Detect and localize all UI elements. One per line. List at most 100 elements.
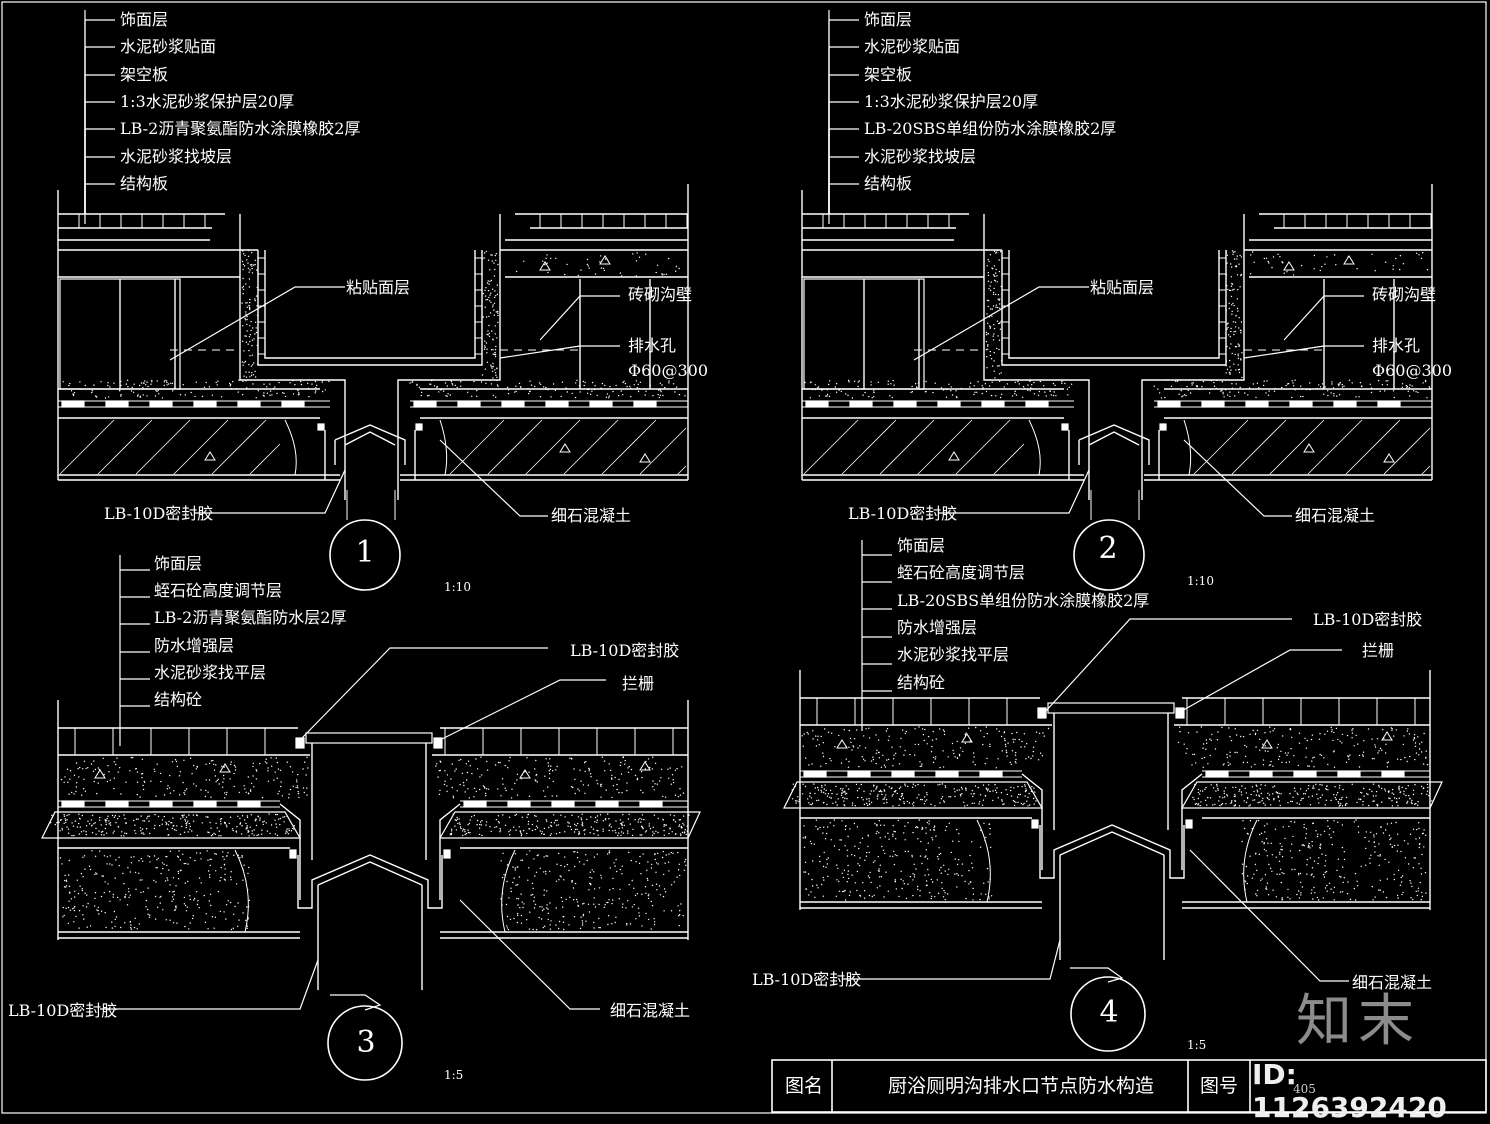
- concrete-speck: [575, 898, 578, 901]
- concrete-speck: [1014, 754, 1017, 756]
- concrete-speck: [1337, 801, 1340, 803]
- concrete-speck: [864, 747, 867, 749]
- concrete-speck: [1420, 873, 1423, 875]
- concrete-speck: [495, 345, 497, 348]
- concrete-speck: [1225, 803, 1227, 805]
- concrete-speck: [851, 749, 853, 751]
- concrete-speck: [518, 876, 521, 878]
- concrete-speck: [1297, 764, 1300, 767]
- concrete-speck: [247, 872, 249, 875]
- concrete-speck: [1266, 380, 1268, 382]
- waterproof-dash: [1377, 400, 1401, 408]
- concrete-speck: [631, 834, 634, 837]
- concrete-speck: [156, 763, 158, 765]
- concrete-speck: [1376, 738, 1379, 740]
- concrete-speck: [849, 737, 852, 740]
- concrete-speck: [919, 761, 921, 763]
- concrete-speck: [991, 308, 993, 310]
- concrete-speck: [1030, 387, 1032, 389]
- concrete-speck: [1416, 894, 1419, 897]
- concrete-speck: [999, 251, 1002, 253]
- concrete-speck: [246, 827, 248, 829]
- concrete-speck: [865, 728, 867, 730]
- concrete-speck: [918, 726, 920, 728]
- concrete-speck: [585, 854, 587, 856]
- concrete-speck: [674, 794, 677, 796]
- concrete-speck: [142, 394, 144, 396]
- concrete-speck: [1334, 797, 1337, 799]
- concrete-speck: [805, 888, 807, 890]
- concrete-speck: [487, 280, 489, 282]
- concrete-speck: [73, 834, 75, 837]
- concrete-speck: [531, 823, 534, 826]
- concrete-speck: [652, 826, 654, 828]
- concrete-speck: [69, 770, 72, 772]
- concrete-speck: [664, 386, 666, 389]
- concrete-speck: [70, 898, 73, 900]
- concrete-speck: [106, 863, 108, 865]
- concrete-speck: [952, 749, 954, 752]
- concrete-speck: [485, 795, 487, 797]
- concrete-speck: [1291, 868, 1293, 871]
- concrete-speck: [187, 880, 189, 883]
- concrete-speck: [616, 870, 618, 873]
- concrete-speck: [867, 875, 870, 877]
- concrete-speck: [917, 888, 919, 891]
- concrete-speck: [128, 896, 130, 899]
- concrete-speck: [114, 877, 116, 879]
- concrete-speck: [628, 765, 630, 768]
- concrete-speck: [907, 822, 909, 824]
- concrete-speck: [145, 899, 148, 902]
- concrete-speck: [1177, 741, 1180, 744]
- concrete-speck: [267, 780, 270, 782]
- concrete-speck: [285, 832, 287, 834]
- concrete-speck: [1027, 384, 1029, 386]
- concrete-speck: [817, 386, 820, 388]
- concrete-speck: [93, 760, 95, 762]
- concrete-speck: [555, 257, 557, 259]
- concrete-speck: [983, 822, 985, 824]
- concrete-speck: [1231, 800, 1233, 802]
- concrete-speck: [266, 762, 268, 764]
- concrete-speck: [498, 822, 500, 824]
- concrete-speck: [636, 387, 638, 389]
- concrete-speck: [893, 830, 895, 833]
- concrete-speck: [677, 851, 679, 854]
- concrete-speck: [826, 832, 828, 835]
- concrete-speck: [1356, 268, 1358, 270]
- concrete-speck: [445, 395, 447, 397]
- aggregate-mark: [1343, 255, 1355, 265]
- concrete-speck: [574, 823, 576, 826]
- concrete-speck: [823, 791, 825, 794]
- concrete-speck: [875, 734, 877, 736]
- concrete-speck: [516, 912, 519, 915]
- concrete-speck: [848, 746, 850, 748]
- concrete-speck: [93, 780, 95, 783]
- concrete-speck: [1187, 732, 1190, 734]
- concrete-speck: [1387, 761, 1390, 763]
- concrete-speck: [604, 904, 606, 906]
- hatch-line: [879, 419, 935, 475]
- concrete-speck: [847, 835, 849, 838]
- concrete-speck: [286, 828, 288, 830]
- waterproof-dash: [891, 770, 915, 778]
- concrete-speck: [650, 900, 652, 903]
- drain-grate: [344, 431, 396, 446]
- concrete-speck: [1399, 268, 1401, 271]
- concrete-speck: [549, 924, 551, 926]
- concrete-speck: [1274, 828, 1277, 830]
- concrete-speck: [151, 381, 153, 383]
- concrete-speck: [1379, 879, 1382, 881]
- concrete-speck: [1015, 762, 1017, 764]
- concrete-speck: [944, 829, 947, 831]
- concrete-speck: [307, 382, 309, 384]
- concrete-speck: [999, 322, 1001, 324]
- concrete-speck: [63, 814, 65, 816]
- concrete-speck: [1371, 885, 1374, 888]
- concrete-speck: [1363, 795, 1365, 797]
- concrete-speck: [173, 909, 176, 911]
- concrete-speck: [274, 386, 276, 388]
- concrete-speck: [261, 829, 263, 831]
- concrete-speck: [249, 376, 251, 378]
- concrete-speck: [193, 899, 195, 901]
